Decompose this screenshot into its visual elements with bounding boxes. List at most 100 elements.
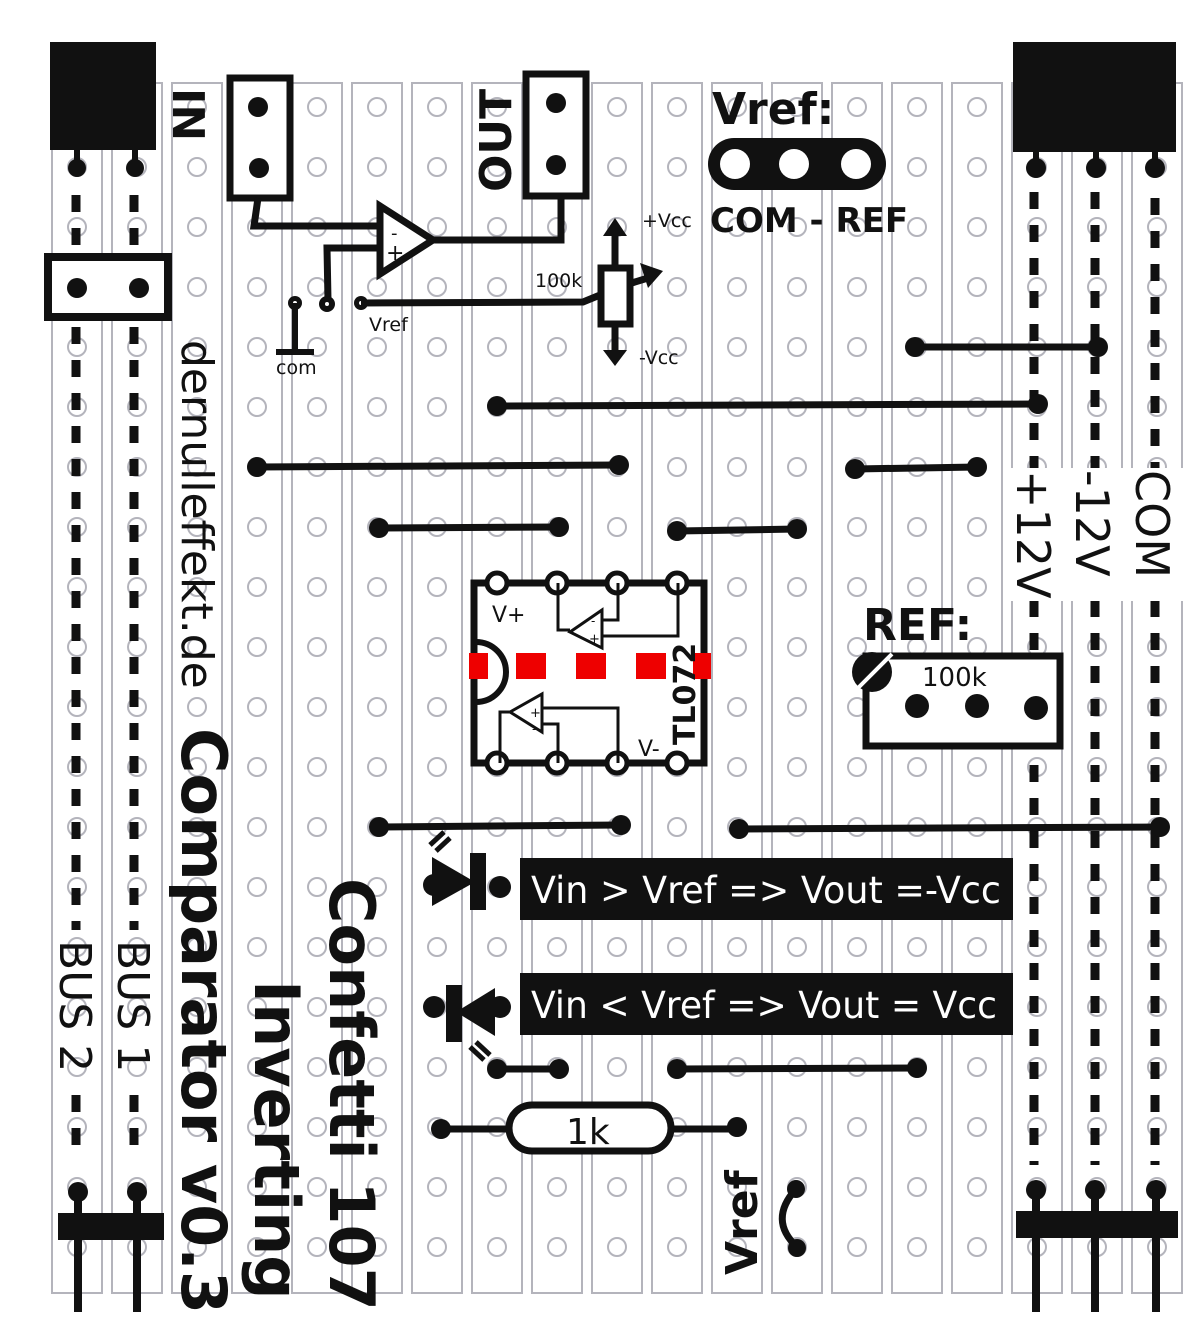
drill-hole [187, 337, 207, 357]
drill-hole [187, 1237, 207, 1257]
drill-hole [847, 757, 867, 777]
strip-cut-marker [469, 653, 488, 679]
drill-hole [427, 97, 447, 117]
wire-link[interactable] [487, 394, 1048, 416]
drill-hole [427, 637, 447, 657]
bus1-label: BUS 1 [107, 940, 158, 1072]
drill-hole [127, 937, 147, 957]
drill-hole [847, 217, 867, 237]
drill-hole [487, 937, 507, 957]
drill-hole [667, 817, 687, 837]
wire-link[interactable] [667, 519, 807, 541]
drill-hole [427, 1057, 447, 1077]
wire-link[interactable] [729, 817, 1170, 839]
drill-hole [367, 337, 387, 357]
bus-jumper[interactable] [44, 253, 172, 321]
ref-trimmer-title: REF: [863, 600, 972, 651]
drill-hole [367, 757, 387, 777]
drill-hole [847, 937, 867, 957]
drill-hole [847, 97, 867, 117]
ic-opamp-a-plus: + [589, 632, 600, 647]
drill-hole [427, 1177, 447, 1197]
wire-link[interactable] [845, 457, 987, 479]
variant-title: Inverting [240, 980, 313, 1300]
drill-hole [187, 277, 207, 297]
drill-hole [307, 1177, 327, 1197]
drill-hole [907, 517, 927, 537]
resistor-1k[interactable] [431, 1101, 747, 1155]
input-label: IN [162, 88, 213, 141]
opamp-symbol [376, 199, 440, 281]
output-jack[interactable] [522, 70, 590, 200]
drill-hole [187, 577, 207, 597]
drill-hole [907, 97, 927, 117]
drill-hole [847, 637, 867, 657]
led-2[interactable] [423, 985, 511, 1062]
copper-strip [771, 82, 823, 1294]
led1-caption: Vin > Vref => Vout =-Vcc [531, 869, 1001, 912]
input-jack[interactable] [226, 74, 294, 202]
ic-pin [664, 750, 690, 776]
drill-hole [247, 877, 267, 897]
drill-hole [367, 277, 387, 297]
drill-hole [187, 937, 207, 957]
drill-hole [787, 1117, 807, 1137]
drill-hole [907, 577, 927, 597]
drill-hole [907, 1117, 927, 1137]
drill-hole [187, 157, 207, 177]
drill-hole [607, 157, 627, 177]
wire-link[interactable] [487, 1059, 569, 1079]
led-1[interactable] [423, 830, 511, 910]
drill-hole [247, 1117, 267, 1137]
vref-jumper[interactable] [708, 138, 886, 190]
resistor-value: 1k [566, 1112, 610, 1153]
drill-hole [307, 97, 327, 117]
drill-hole [967, 517, 987, 537]
drill-hole [967, 97, 987, 117]
drill-hole [187, 1057, 207, 1077]
drill-hole [667, 277, 687, 297]
drill-hole [907, 757, 927, 777]
led1-caption-background [520, 858, 1013, 920]
drill-hole [547, 1237, 567, 1257]
bus-header-bottom [58, 1182, 164, 1312]
drill-hole [247, 517, 267, 537]
wire-link[interactable] [905, 337, 1108, 357]
wire-link[interactable] [247, 455, 629, 477]
led2-caption: Vin < Vref => Vout = Vcc [531, 984, 997, 1027]
wire-link[interactable] [667, 1058, 927, 1079]
drill-hole [847, 337, 867, 357]
drill-hole [847, 577, 867, 597]
drill-hole [667, 937, 687, 957]
drill-hole [187, 457, 207, 477]
drill-hole [367, 97, 387, 117]
drill-hole [967, 157, 987, 177]
drill-hole [787, 757, 807, 777]
drill-hole [727, 577, 747, 597]
ic-opamp-a [567, 607, 604, 651]
copper-strip [411, 82, 463, 1294]
vref-bridge-label: Vref [717, 1169, 768, 1275]
strip-cut-markers [469, 653, 711, 679]
drill-hole [307, 277, 327, 297]
drill-hole [427, 1237, 447, 1257]
drill-hole [727, 457, 747, 477]
drill-hole [727, 697, 747, 717]
drill-hole [487, 337, 507, 357]
wire-link[interactable] [369, 517, 569, 538]
drill-hole [367, 157, 387, 177]
drill-hole [607, 937, 627, 957]
wire-link[interactable] [369, 815, 631, 837]
wire-links [247, 337, 1170, 1079]
drill-hole [187, 757, 207, 777]
ref-trimmer[interactable] [852, 652, 1064, 750]
drill-hole [607, 1237, 627, 1257]
drill-hole [67, 997, 87, 1017]
drill-hole [727, 1237, 747, 1257]
vref-jumper-title: Vref: [712, 84, 834, 135]
bus-dashed-lines [71, 195, 139, 1145]
drill-hole [187, 397, 207, 417]
drill-hole [427, 937, 447, 957]
vref-wire-bridge[interactable] [778, 1180, 806, 1257]
drill-hole [187, 817, 207, 837]
